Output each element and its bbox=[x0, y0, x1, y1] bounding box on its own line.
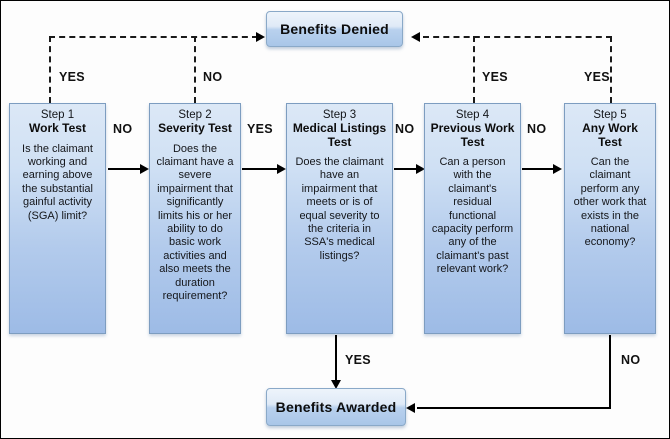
step-1-title: Work Test bbox=[29, 121, 86, 135]
step-3-body: Does the claimant have an impairment tha… bbox=[295, 156, 384, 262]
edge-label-step3-to-step4: NO bbox=[395, 122, 415, 136]
arrow-line-step5-no-left bbox=[417, 407, 611, 409]
arrowhead-step2-to-step3 bbox=[277, 164, 286, 174]
arrow-line-step2-to-step3 bbox=[242, 168, 278, 170]
step-2-body: Does the claimant have a severe impairme… bbox=[156, 142, 234, 302]
edge-label-step4-to-step5: NO bbox=[527, 122, 547, 136]
step-1-number: Step 1 bbox=[40, 109, 75, 121]
dashed-line-step1-yes-horizontal bbox=[49, 36, 258, 38]
arrow-line-step5-no-down bbox=[609, 335, 611, 409]
edge-label-step1-yes: YES bbox=[59, 70, 85, 84]
step-4-number: Step 4 bbox=[455, 109, 490, 121]
dashed-line-step5-yes-vertical bbox=[610, 36, 612, 103]
edge-label-step3-yes-awarded: YES bbox=[345, 353, 371, 367]
step-4-body: Can a person with the claimant's residua… bbox=[431, 156, 514, 276]
terminal-benefits-denied-label: Benefits Denied bbox=[280, 21, 389, 37]
arrowhead-to-denied-left bbox=[256, 32, 265, 42]
arrow-line-step3-to-step4 bbox=[394, 168, 418, 170]
step-1-body: Is the claimant working and earning abov… bbox=[22, 142, 93, 222]
arrowhead-step3-yes-down bbox=[331, 380, 341, 389]
arrow-line-step4-to-step5 bbox=[522, 168, 555, 170]
arrowhead-step4-to-step5 bbox=[553, 164, 562, 174]
arrowhead-to-denied-right bbox=[411, 32, 420, 42]
edge-label-step2-no: NO bbox=[203, 70, 223, 84]
dashed-line-step2-no-vertical bbox=[194, 36, 196, 103]
terminal-benefits-awarded: Benefits Awarded bbox=[266, 388, 406, 426]
step-box-1: Step 1 Work Test Is the claimant working… bbox=[9, 103, 106, 334]
step-box-3: Step 3 Medical Listings Test Does the cl… bbox=[286, 103, 393, 334]
step-4-title: Previous Work Test bbox=[430, 121, 515, 149]
edge-label-step2-to-step3: YES bbox=[247, 122, 273, 136]
step-5-body: Can the claimant perform any other work … bbox=[573, 156, 647, 249]
step-box-2: Step 2 Severity Test Does the claimant h… bbox=[149, 103, 241, 334]
step-5-title: Any Work Test bbox=[582, 121, 638, 149]
edge-label-step5-yes: YES bbox=[584, 70, 610, 84]
dashed-line-step1-yes-vertical bbox=[49, 36, 51, 103]
dashed-line-right-horizontal bbox=[423, 36, 612, 38]
arrow-line-step1-to-step2 bbox=[108, 168, 141, 170]
terminal-benefits-awarded-label: Benefits Awarded bbox=[275, 399, 397, 415]
terminal-benefits-denied: Benefits Denied bbox=[266, 11, 403, 47]
arrow-line-step3-yes-down bbox=[335, 335, 337, 383]
step-box-5: Step 5 Any Work Test Can the claimant pe… bbox=[564, 103, 656, 334]
step-3-title: Medical Listings Test bbox=[292, 121, 387, 149]
arrowhead-step5-no-to-awarded bbox=[406, 403, 415, 413]
dashed-line-step4-yes-vertical bbox=[473, 36, 475, 103]
step-2-number: Step 2 bbox=[178, 109, 212, 121]
edge-label-step5-no-awarded: NO bbox=[621, 353, 641, 367]
edge-label-step1-to-step2: NO bbox=[113, 122, 133, 136]
arrowhead-step1-to-step2 bbox=[140, 164, 149, 174]
step-2-title: Severity Test bbox=[158, 121, 232, 135]
step-5-number: Step 5 bbox=[593, 109, 627, 121]
step-3-number: Step 3 bbox=[322, 109, 357, 121]
edge-label-step4-yes: YES bbox=[482, 70, 508, 84]
arrowhead-step3-to-step4 bbox=[416, 164, 425, 174]
step-box-4: Step 4 Previous Work Test Can a person w… bbox=[424, 103, 521, 334]
